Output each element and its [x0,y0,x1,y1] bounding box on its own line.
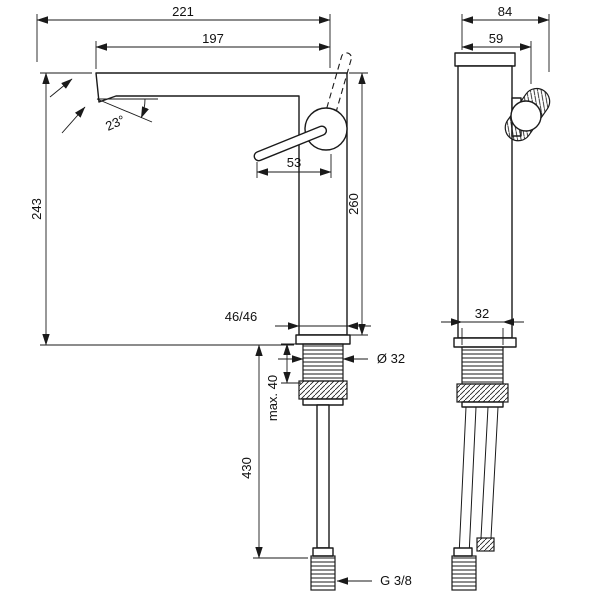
dim-overall-reach-label: 221 [172,4,194,19]
side-hose-connector [451,555,477,591]
dim-total-height: 260 [346,72,368,336]
front-view: 221 197 243 260 23° [29,4,412,591]
hose-1 [458,406,477,557]
dim-handle-length-label: 53 [287,155,301,170]
dim-base-offset-label: 46/46 [225,309,258,324]
hose-connector [310,555,336,591]
hose-2 [480,406,499,539]
dim-handle-length: 53 [256,154,332,178]
washer [302,398,344,406]
dim-total-height-label: 260 [346,193,361,215]
side-spout-cap [454,52,516,67]
dim-spout-reach-label: 197 [202,31,224,46]
dim-shank-width: 32 [441,306,524,345]
supply-pipe [316,404,330,549]
dim-shank-diameter-label: Ø 32 [377,351,405,366]
side-locknut [456,383,509,403]
side-threaded-shank [461,346,504,385]
dim-height-to-spout: 243 [29,72,294,346]
dim-base-offset: 46/46 [225,309,371,333]
dim-connection-thread: G 3/8 [336,573,412,588]
hose-2-end-fitting [476,537,495,552]
side-connector-collar [453,547,473,557]
handle-lever [253,125,328,162]
dim-shank-width-label: 32 [475,306,489,321]
angle-leader-arrow [61,106,86,134]
dim-max-deck-thickness: max. 40 [265,343,301,421]
dim-height-to-spout-label: 243 [29,198,44,220]
side-body [457,65,513,339]
dim-spout-reach: 197 [95,31,331,69]
tip-leader-arrow [49,78,73,98]
angle-arc [140,98,149,119]
handle-lever-raised [321,52,352,130]
side-handle-pivot [510,100,542,132]
dim-spout-angle: 23° [49,78,158,134]
base-flange [295,334,351,345]
spout-and-body-outline [95,72,348,336]
dim-spout-angle-label: 23° [103,112,127,134]
dim-max-deck-thickness-label: max. 40 [265,375,280,421]
dim-hose-length-label: 430 [239,457,254,479]
dim-body-depth: 59 [461,31,532,84]
connector-collar [312,547,334,557]
dim-hose-length: 430 [239,344,308,559]
dim-overall-depth-label: 84 [498,4,512,19]
side-base-flange [453,337,517,348]
locknut [298,380,348,400]
side-washer [461,401,504,408]
dim-body-depth-label: 59 [489,31,503,46]
dim-connection-thread-label: G 3/8 [380,573,412,588]
threaded-shank [302,343,344,382]
dim-overall-reach: 221 [36,4,331,68]
side-view: 84 59 32 [441,4,551,591]
